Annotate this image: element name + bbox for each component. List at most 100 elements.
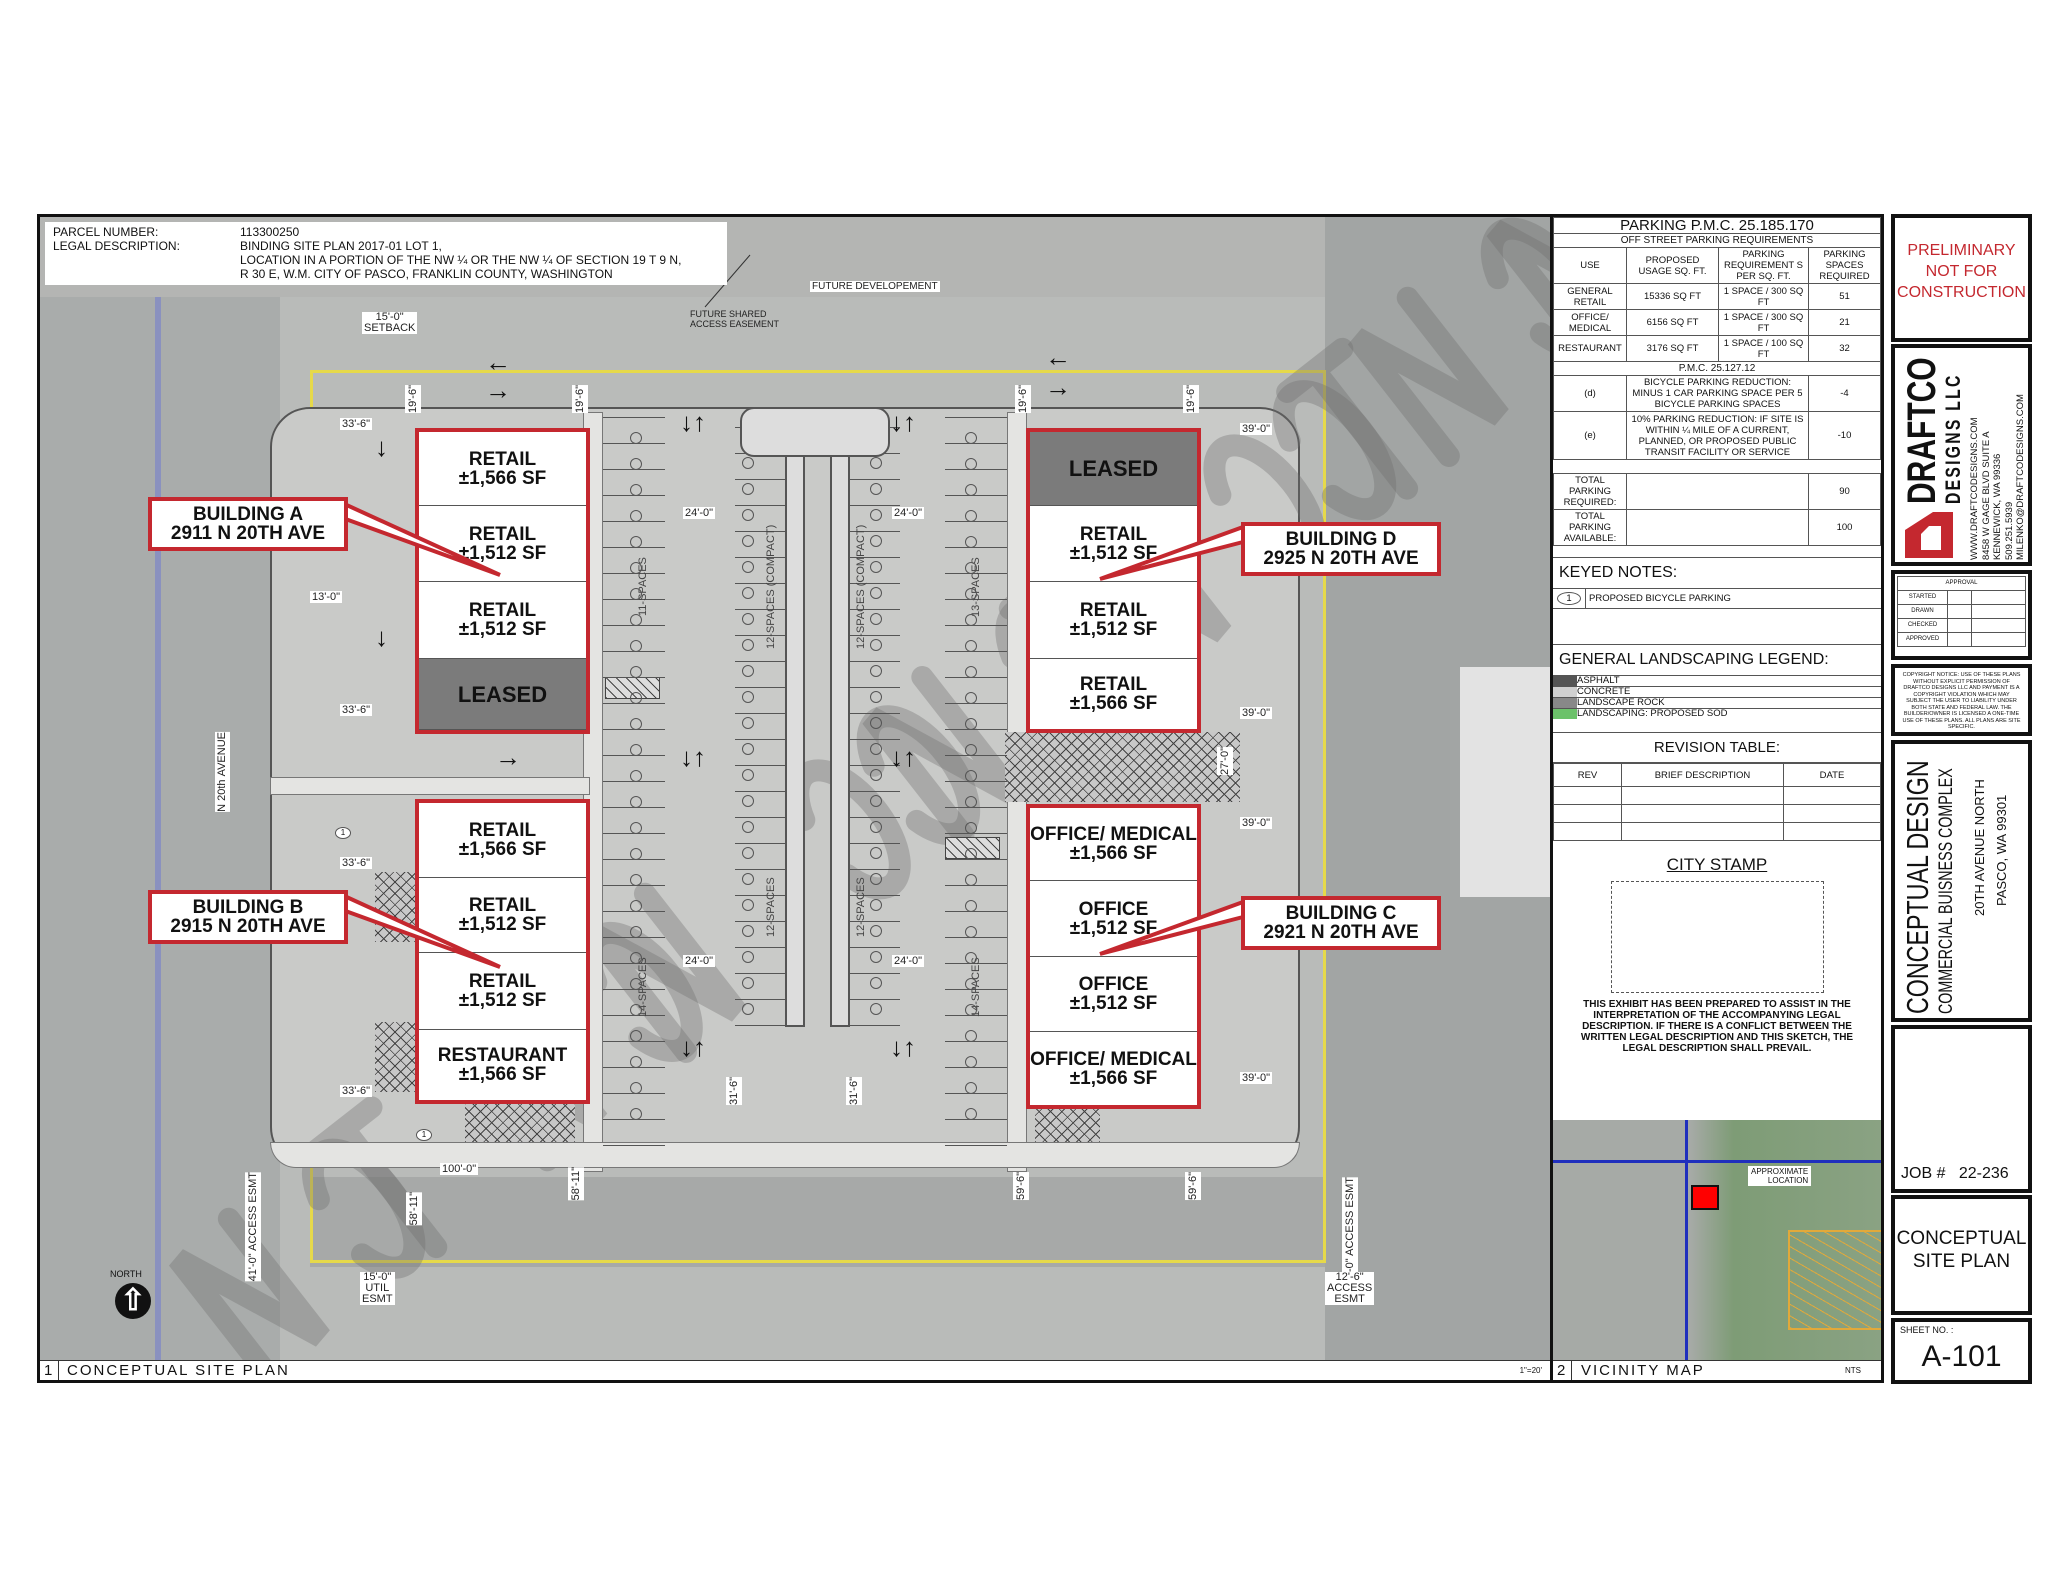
legend-item: LANDSCAPING: PROPOSED SOD xyxy=(1553,708,1881,719)
cell: 21 xyxy=(1808,309,1881,336)
cell: RESTAURANT xyxy=(1553,335,1627,362)
unit[interactable]: RETAIL±1,566 SF xyxy=(1030,659,1197,729)
label-line: LOCATION xyxy=(1767,1176,1809,1185)
building-address: 2915 N 20TH AVE xyxy=(170,916,326,937)
dim-value: 15'-0" xyxy=(363,1271,392,1283)
info-panel: PARKING P.M.C. 25.185.170 OFF STREET PAR… xyxy=(1553,214,1884,1383)
wheel-stop xyxy=(630,1030,642,1042)
legal-label: LEGAL DESCRIPTION: xyxy=(53,239,180,253)
dim-label: ESMT xyxy=(1334,1293,1365,1305)
legend-item: ASPHALT xyxy=(1553,675,1881,686)
job-value: 22-236 xyxy=(1958,1165,2009,1182)
easement-line: ACCESS EASEMENT xyxy=(690,319,780,329)
dim-access-easement: 41'-0" ACCESS ESMT xyxy=(245,1172,261,1282)
dim: 100'-0" xyxy=(440,1163,479,1175)
unit[interactable]: RETAIL±1,512 SF xyxy=(1030,582,1197,659)
building-d[interactable]: LEASED RETAIL±1,512 SF RETAIL±1,512 SF R… xyxy=(1026,428,1201,733)
unit-use: OFFICE xyxy=(1078,898,1149,920)
unit-area: ±1,566 SF xyxy=(458,1064,547,1085)
watermark-stroke xyxy=(1272,380,1397,521)
job-number: JOB # 22-236 xyxy=(1901,1165,2009,1183)
traffic-arrow-down-up: ↓↑ xyxy=(890,742,916,772)
wheel-stop xyxy=(630,900,642,912)
wheel-stop xyxy=(630,796,642,808)
unit-area: ±1,566 SF xyxy=(458,467,547,489)
plan-title: CONCEPTUAL SITE PLAN xyxy=(67,1362,290,1379)
unit-leased[interactable]: LEASED xyxy=(419,659,586,730)
map-title: VICINITY MAP xyxy=(1581,1362,1705,1379)
unit[interactable]: OFFICE/ MEDICAL±1,566 SF xyxy=(1030,808,1197,881)
site-plan: 11-SPACES 12-SPACES (COMPACT) 12-SPACES … xyxy=(37,214,1553,1383)
cell: (e) xyxy=(1553,411,1627,460)
building-address: 2925 N 20TH AVE xyxy=(1263,548,1419,569)
dim: 19'-6" xyxy=(572,385,588,414)
unit[interactable]: RETAIL±1,512 SF xyxy=(419,953,586,1030)
dim-label: UTIL xyxy=(365,1282,390,1294)
building-a[interactable]: RETAIL±1,566 SF RETAIL±1,512 SF RETAIL±1… xyxy=(415,428,590,734)
wheel-stop xyxy=(965,666,977,678)
wheel-stop xyxy=(630,978,642,990)
wheel-stop xyxy=(870,1003,882,1015)
legend-swatch xyxy=(1553,709,1577,719)
building-b[interactable]: RETAIL±1,566 SF RETAIL±1,512 SF RETAIL±1… xyxy=(415,799,590,1104)
callout-leaders xyxy=(338,254,1245,969)
dim-value: 12'-6" xyxy=(1335,1271,1364,1283)
building-c[interactable]: OFFICE/ MEDICAL±1,566 SF OFFICE±1,512 SF… xyxy=(1026,804,1201,1109)
unit-area: ±1,512 SF xyxy=(1069,917,1158,939)
col-header: BRIEF DESCRIPTION xyxy=(1621,763,1784,787)
easement-line: FUTURE SHARED xyxy=(690,309,767,319)
unit[interactable]: OFFICE/ MEDICAL±1,566 SF xyxy=(1030,1032,1197,1105)
preliminary-stamp: PRELIMINARY NOT FOR CONSTRUCTION xyxy=(1891,214,2032,342)
unit[interactable]: OFFICE±1,512 SF xyxy=(1030,881,1197,957)
city-stamp-box xyxy=(1610,881,1824,993)
wheel-stop xyxy=(965,432,977,444)
unit[interactable]: RETAIL±1,566 SF xyxy=(419,803,586,878)
dim: 58'-11" xyxy=(568,1167,584,1201)
unit[interactable]: RETAIL±1,512 SF xyxy=(1030,506,1197,582)
unit[interactable]: RETAIL±1,566 SF xyxy=(419,432,586,506)
table-row: (e)10% PARKING REDUCTION: IF SITE IS WIT… xyxy=(1553,411,1881,460)
info-line: KENNEWICK, WA 99336 xyxy=(1992,453,2003,560)
dim: 39'-0" xyxy=(1240,1072,1273,1084)
unit[interactable]: RETAIL±1,512 SF xyxy=(419,582,586,659)
job-block: JOB # 22-236 xyxy=(1891,1025,2032,1193)
approval-row: STARTED xyxy=(1897,590,1948,605)
cell: OFFICE/ MEDICAL xyxy=(1553,309,1627,336)
wheel-stop xyxy=(630,1004,642,1016)
wheel-stop xyxy=(965,1004,977,1016)
unit-use: RETAIL xyxy=(468,448,537,470)
keynote-number: 1 xyxy=(1557,592,1581,605)
wheel-stop xyxy=(870,951,882,963)
col-header: USE xyxy=(1553,247,1627,284)
unit[interactable]: RETAIL±1,512 SF xyxy=(419,878,586,953)
approval-block: APPROVAL STARTED DRAWN CHECKED APPROVED xyxy=(1891,570,2032,660)
traffic-arrow-down-up: ↓↑ xyxy=(890,407,916,437)
project-title: CONCEPTUAL DESIGN xyxy=(1900,760,1935,1014)
stamp-line: CONSTRUCTION xyxy=(1897,284,2026,301)
unit[interactable]: RESTAURANT±1,566 SF xyxy=(419,1030,586,1100)
wheel-stop xyxy=(630,1108,642,1120)
wheel-stop xyxy=(870,535,882,547)
unit[interactable]: RETAIL±1,512 SF xyxy=(419,506,586,582)
col-header: DATE xyxy=(1783,763,1881,787)
job-label: JOB # xyxy=(1901,1165,1946,1182)
unit[interactable]: OFFICE±1,512 SF xyxy=(1030,957,1197,1032)
watermark-stroke xyxy=(1347,286,1509,467)
wheel-stop xyxy=(870,795,882,807)
unit-leased[interactable]: LEASED xyxy=(1030,432,1197,506)
wheel-stop xyxy=(870,613,882,625)
dim: 33'-6" xyxy=(340,418,373,430)
project-block: CONCEPTUAL DESIGN COMMERCIAL BUISNESS CO… xyxy=(1891,740,2032,1022)
wheel-stop xyxy=(742,925,754,937)
center-island xyxy=(785,447,805,1027)
wheel-stop xyxy=(742,613,754,625)
dim-setback: 15'-0"SETBACK xyxy=(362,312,418,334)
unit-use: RESTAURANT xyxy=(437,1045,568,1066)
unit-use: RETAIL xyxy=(468,820,537,841)
building-name: BUILDING D xyxy=(1285,529,1397,550)
unit-status: LEASED xyxy=(1068,456,1159,481)
